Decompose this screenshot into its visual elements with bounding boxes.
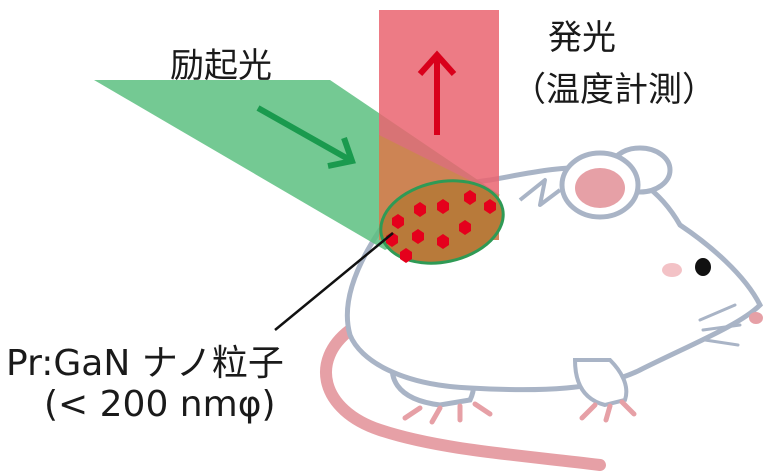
mouse-ear-inner xyxy=(575,168,625,208)
emission-label: 発光 xyxy=(548,10,616,59)
mouse-eye xyxy=(695,258,711,276)
emission-sublabel: （温度計測） xyxy=(512,62,716,111)
excitation-label: 励起光 xyxy=(170,38,272,87)
mouse-cheek xyxy=(662,263,682,277)
nanoparticle-label: Pr:GaN ナノ粒子 xyxy=(6,334,284,386)
mouse-front-foot xyxy=(582,402,634,420)
mouse-nose xyxy=(749,312,763,324)
mouse-hind-foot xyxy=(405,404,490,422)
mouse-front-leg xyxy=(575,360,626,405)
nanoparticle-size-label: (< 200 nmφ) xyxy=(44,384,276,425)
